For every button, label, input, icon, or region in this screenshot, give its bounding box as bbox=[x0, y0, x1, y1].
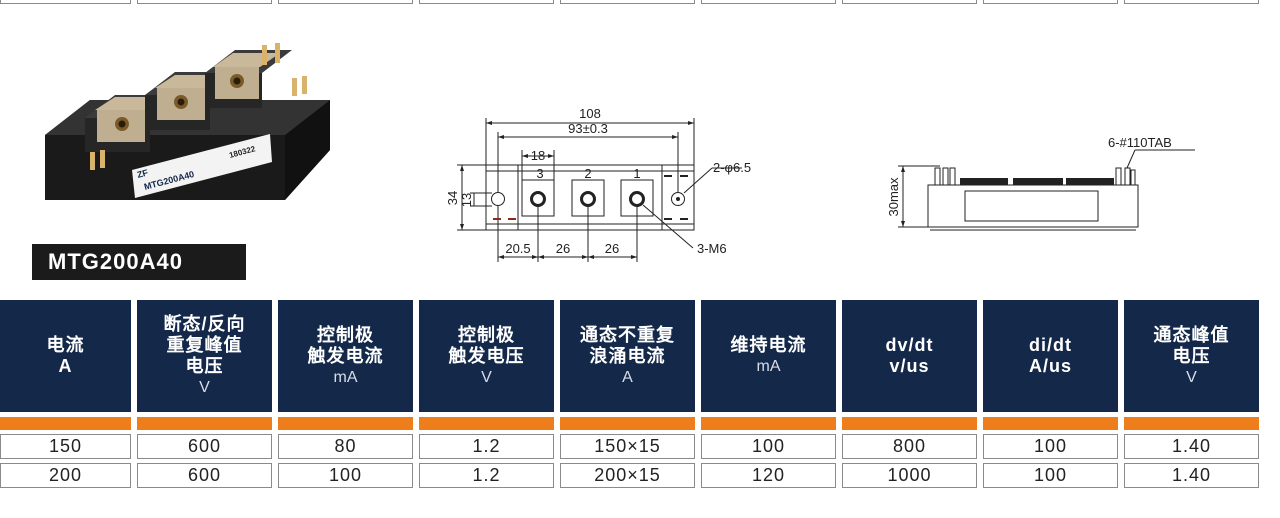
header-unit: A bbox=[58, 356, 73, 376]
header-title: di/dt bbox=[1029, 335, 1072, 355]
column-header: 断态/反向 重复峰值 电压 V bbox=[137, 300, 272, 412]
dim-13: 13 bbox=[459, 193, 474, 207]
header-unit: A/us bbox=[1028, 356, 1072, 376]
column-header: dv/dt v/us bbox=[842, 300, 977, 412]
edge-cell bbox=[983, 0, 1118, 4]
dim-overall: 108 bbox=[579, 106, 601, 121]
terminal-block bbox=[205, 50, 292, 108]
header-title: dv/dt bbox=[885, 335, 934, 355]
table-cell: 150×15 bbox=[560, 434, 695, 459]
dim-26: 26 bbox=[556, 241, 570, 256]
table-cell: 1.2 bbox=[419, 434, 554, 459]
edge-cell bbox=[1124, 0, 1259, 4]
table-cell: 100 bbox=[278, 463, 413, 488]
edge-cell bbox=[137, 0, 272, 4]
table-cell: 1.40 bbox=[1124, 434, 1259, 459]
terminal-note: 3-M6 bbox=[697, 241, 727, 256]
column-header: 控制极 触发电压 V bbox=[419, 300, 554, 412]
module-photo: MTG200A40 180322 ZF bbox=[45, 43, 330, 200]
dim-34: 34 bbox=[445, 191, 460, 205]
header-unit: v/us bbox=[889, 356, 930, 376]
edge-cell bbox=[419, 0, 554, 4]
terminal-number: 1 bbox=[633, 166, 640, 181]
accent-bar bbox=[560, 417, 695, 430]
dim-mount: 93±0.3 bbox=[568, 121, 608, 136]
accent-bar bbox=[278, 417, 413, 430]
table-cell: 800 bbox=[842, 434, 977, 459]
table-cell: 600 bbox=[137, 434, 272, 459]
column-header: di/dt A/us bbox=[983, 300, 1118, 412]
header-title: 控制极 触发电压 bbox=[448, 324, 525, 366]
terminal-number: 2 bbox=[584, 166, 591, 181]
table-cell: 1.40 bbox=[1124, 463, 1259, 488]
header-unit: A bbox=[622, 368, 633, 386]
dim-18: 18 bbox=[531, 148, 545, 163]
model-label: MTG200A40 bbox=[32, 244, 246, 280]
header-unit: mA bbox=[333, 368, 358, 386]
table-cell: 80 bbox=[278, 434, 413, 459]
table-cell: 100 bbox=[701, 434, 836, 459]
header-title: 维持电流 bbox=[730, 335, 807, 355]
header-title: 通态峰值 电压 bbox=[1153, 324, 1230, 366]
header-title: 断态/反向 重复峰值 电压 bbox=[163, 314, 246, 376]
side-view-drawing: 6-#110TAB 30max bbox=[886, 135, 1195, 231]
table-cell: 200 bbox=[0, 463, 131, 488]
top-view-drawing: 108 93±0.3 18 3 2 1 34 13 20.5 26 26 2-φ… bbox=[445, 106, 751, 262]
height-note: 30max bbox=[886, 177, 901, 217]
accent-bar bbox=[983, 417, 1118, 430]
column-header: 电流 A bbox=[0, 300, 131, 412]
accent-bar bbox=[1124, 417, 1259, 430]
photo-brand-logo: ZF bbox=[136, 167, 150, 180]
edge-cell bbox=[560, 0, 695, 4]
column-header: 维持电流 mA bbox=[701, 300, 836, 412]
dim-26: 26 bbox=[605, 241, 619, 256]
accent-bar bbox=[842, 417, 977, 430]
header-unit: V bbox=[199, 379, 210, 396]
edge-cell bbox=[842, 0, 977, 4]
edge-cell bbox=[701, 0, 836, 4]
tab-note: 6-#110TAB bbox=[1108, 135, 1172, 150]
table-cell: 600 bbox=[137, 463, 272, 488]
previous-table-edge bbox=[0, 0, 1280, 6]
table-cell: 100 bbox=[983, 434, 1118, 459]
header-title: 通态不重复 浪涌电流 bbox=[580, 324, 675, 366]
table-cell: 200×15 bbox=[560, 463, 695, 488]
column-header: 通态不重复 浪涌电流 A bbox=[560, 300, 695, 412]
column-header: 通态峰值 电压 V bbox=[1124, 300, 1259, 412]
header-unit: V bbox=[1186, 368, 1197, 386]
table-cell: 1000 bbox=[842, 463, 977, 488]
accent-bar bbox=[137, 417, 272, 430]
accent-bar bbox=[0, 417, 131, 430]
dim-20-5: 20.5 bbox=[505, 241, 530, 256]
table-cell: 100 bbox=[983, 463, 1118, 488]
header-unit: V bbox=[481, 368, 492, 386]
table-cell: 1.2 bbox=[419, 463, 554, 488]
header-title: 控制极 触发电流 bbox=[307, 324, 384, 366]
edge-cell bbox=[0, 0, 131, 4]
accent-bar bbox=[701, 417, 836, 430]
edge-cell bbox=[278, 0, 413, 4]
table-cell: 150 bbox=[0, 434, 131, 459]
column-header: 控制极 触发电流 mA bbox=[278, 300, 413, 412]
accent-bar bbox=[419, 417, 554, 430]
table-cell: 120 bbox=[701, 463, 836, 488]
terminal-number: 3 bbox=[536, 166, 543, 181]
header-unit: mA bbox=[756, 358, 781, 375]
hole-note: 2-φ6.5 bbox=[713, 160, 751, 175]
header-title: 电流 bbox=[46, 335, 85, 355]
